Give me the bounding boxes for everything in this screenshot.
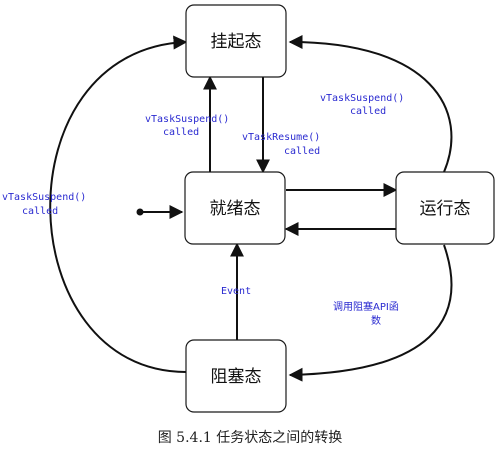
label-ready-to-suspended-line2: called (163, 127, 199, 138)
state-blocked-label: 阻塞态 (211, 367, 262, 387)
state-blocked: 阻塞态 (185, 339, 287, 413)
edge-blocked-to-suspended (49, 35, 188, 373)
label-blocked-to-suspended-line1: vTaskSuspend() (2, 192, 86, 203)
state-suspended-label: 挂起态 (211, 32, 262, 52)
state-running: 运行态 (395, 171, 495, 245)
edge-running-to-suspended (288, 35, 453, 173)
label-running-to-suspended-line1: vTaskSuspend() (320, 93, 404, 104)
edge-running-to-blocked (288, 244, 453, 382)
label-blocked-to-suspended-line2: called (22, 206, 58, 217)
label-running-to-suspended-line2: called (350, 106, 386, 117)
state-ready-label: 就绪态 (210, 199, 261, 219)
label-ready-to-suspended-line1: vTaskSuspend() (145, 114, 229, 125)
state-suspended: 挂起态 (185, 4, 287, 78)
label-running-to-blocked-line1: 调用阻塞API函 (333, 300, 399, 313)
label-suspended-to-ready-line1: vTaskResume() (242, 132, 320, 143)
label-suspended-to-ready-line2: called (284, 146, 320, 157)
state-ready: 就绪态 (184, 171, 286, 245)
label-blocked-to-ready: Event (221, 286, 251, 297)
figure-caption: 图 5.4.1 任务状态之间的转换 (158, 429, 343, 446)
state-running-label: 运行态 (420, 199, 471, 219)
label-running-to-blocked-line2: 数 (371, 314, 381, 327)
